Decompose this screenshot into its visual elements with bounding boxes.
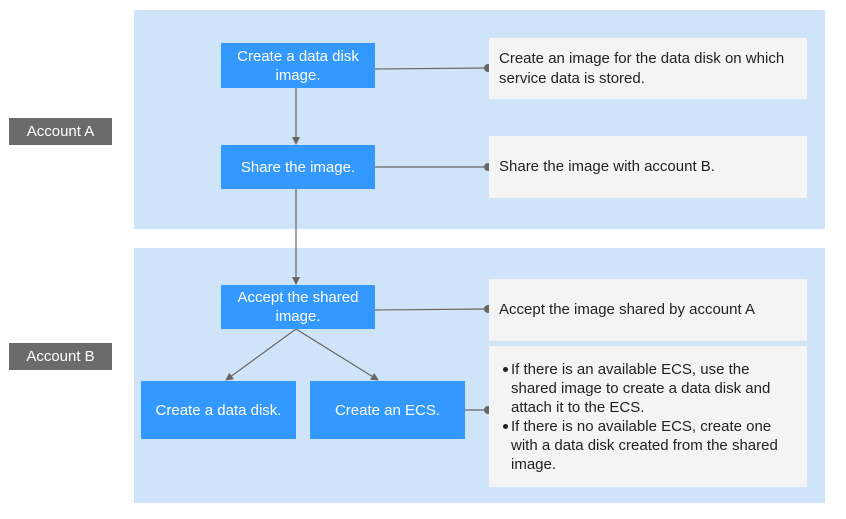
note-create-image-text: Create an image for the data disk on whi… xyxy=(499,49,785,87)
step-create-ecs: Create an ECS. xyxy=(310,381,465,439)
arrow-accept-to-ecs xyxy=(295,328,379,381)
account-a-label: Account A xyxy=(9,118,112,145)
step-create-disk: Create a data disk. xyxy=(141,381,296,439)
note-accept-image-text: Accept the image shared by account A xyxy=(499,301,755,318)
note-create-ecs-item: If there is an available ECS, use the sh… xyxy=(497,360,795,417)
note-connector-accept xyxy=(374,308,489,311)
note-create-ecs-item-text: If there is no available ECS, create one… xyxy=(511,417,778,473)
step-create-image: Create a data disk image. xyxy=(221,43,375,88)
step-accept-image: Accept the shared image. xyxy=(221,285,375,329)
note-accept-image: Accept the image shared by account A xyxy=(489,279,807,341)
note-share-image-text: Share the image with account B. xyxy=(499,158,715,175)
note-create-ecs-item-text: If there is an available ECS, use the sh… xyxy=(511,360,771,416)
bullet-icon xyxy=(503,366,508,372)
note-share-image: Share the image with account B. xyxy=(489,136,807,198)
note-create-ecs: If there is an available ECS, use the sh… xyxy=(489,346,807,487)
bullet-icon xyxy=(503,423,508,429)
arrow-accept-to-disk xyxy=(225,328,297,381)
note-create-ecs-item: If there is no available ECS, create one… xyxy=(497,417,795,474)
note-create-image: Create an image for the data disk on whi… xyxy=(489,38,807,99)
note-connector-create xyxy=(374,67,489,70)
note-create-ecs-list: If there is an available ECS, use the sh… xyxy=(497,360,795,474)
account-b-label: Account B xyxy=(9,343,112,370)
step-share-image: Share the image. xyxy=(221,145,375,189)
